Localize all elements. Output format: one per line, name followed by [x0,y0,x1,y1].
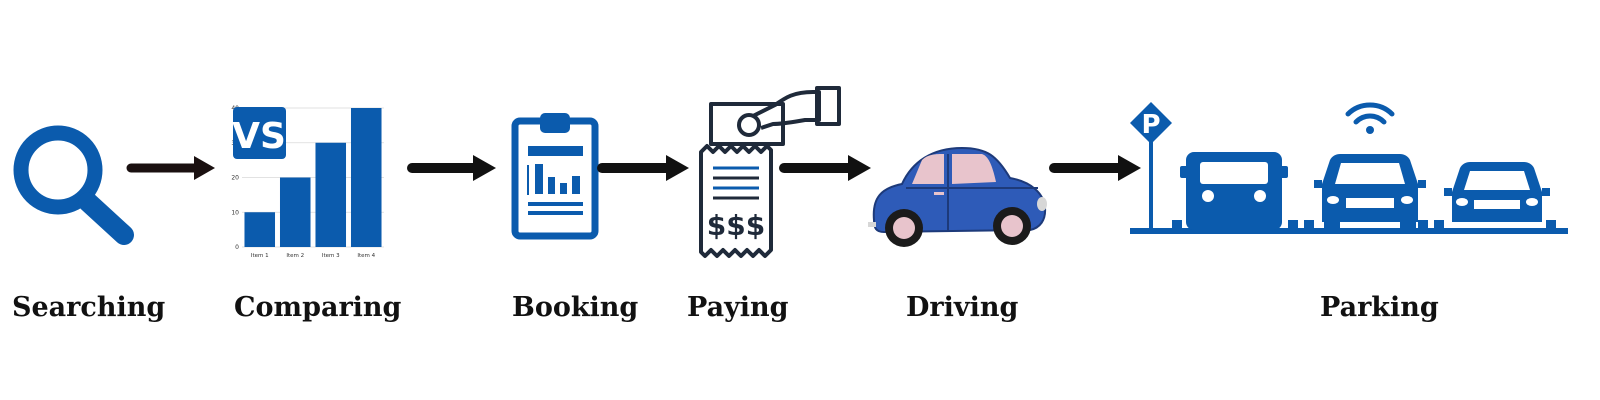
bar [350,108,382,247]
magnifier-icon [13,125,134,245]
clipboard-icon [511,113,599,240]
arrow-icon [407,155,496,181]
car-icon [868,146,1047,247]
arrow-icon [1049,155,1141,181]
y-tick-label: 10 [231,209,239,216]
x-tick-label: Item 4 [357,253,375,259]
bar [244,212,276,247]
step-label-booking: Booking [512,292,639,323]
bar [279,177,311,247]
receipt-payment-icon: $$$ [699,86,841,258]
x-tick-label: Item 2 [286,253,304,259]
step-label-searching: Searching [12,292,166,323]
arrow-icon [126,156,215,180]
step-label-parking: Parking [1320,292,1439,323]
y-tick-label: 0 [235,244,239,251]
parking-sign-letter: P [1141,110,1160,140]
parking-lot-icon: P [1130,102,1568,234]
step-label-driving: Driving [906,292,1019,323]
vs-badge [233,107,286,159]
step-label-comparing: Comparing [234,292,402,323]
x-tick-label: Item 1 [251,253,269,259]
vs-badge-label: VS [232,116,286,157]
step-label-paying: Paying [687,292,789,323]
y-tick-label: 20 [231,175,239,182]
x-tick-label: Item 3 [322,253,340,259]
arrow-icon [597,155,689,181]
receipt-dollars: $$$ [707,209,765,242]
arrow-icon [779,155,871,181]
bar [315,142,347,247]
